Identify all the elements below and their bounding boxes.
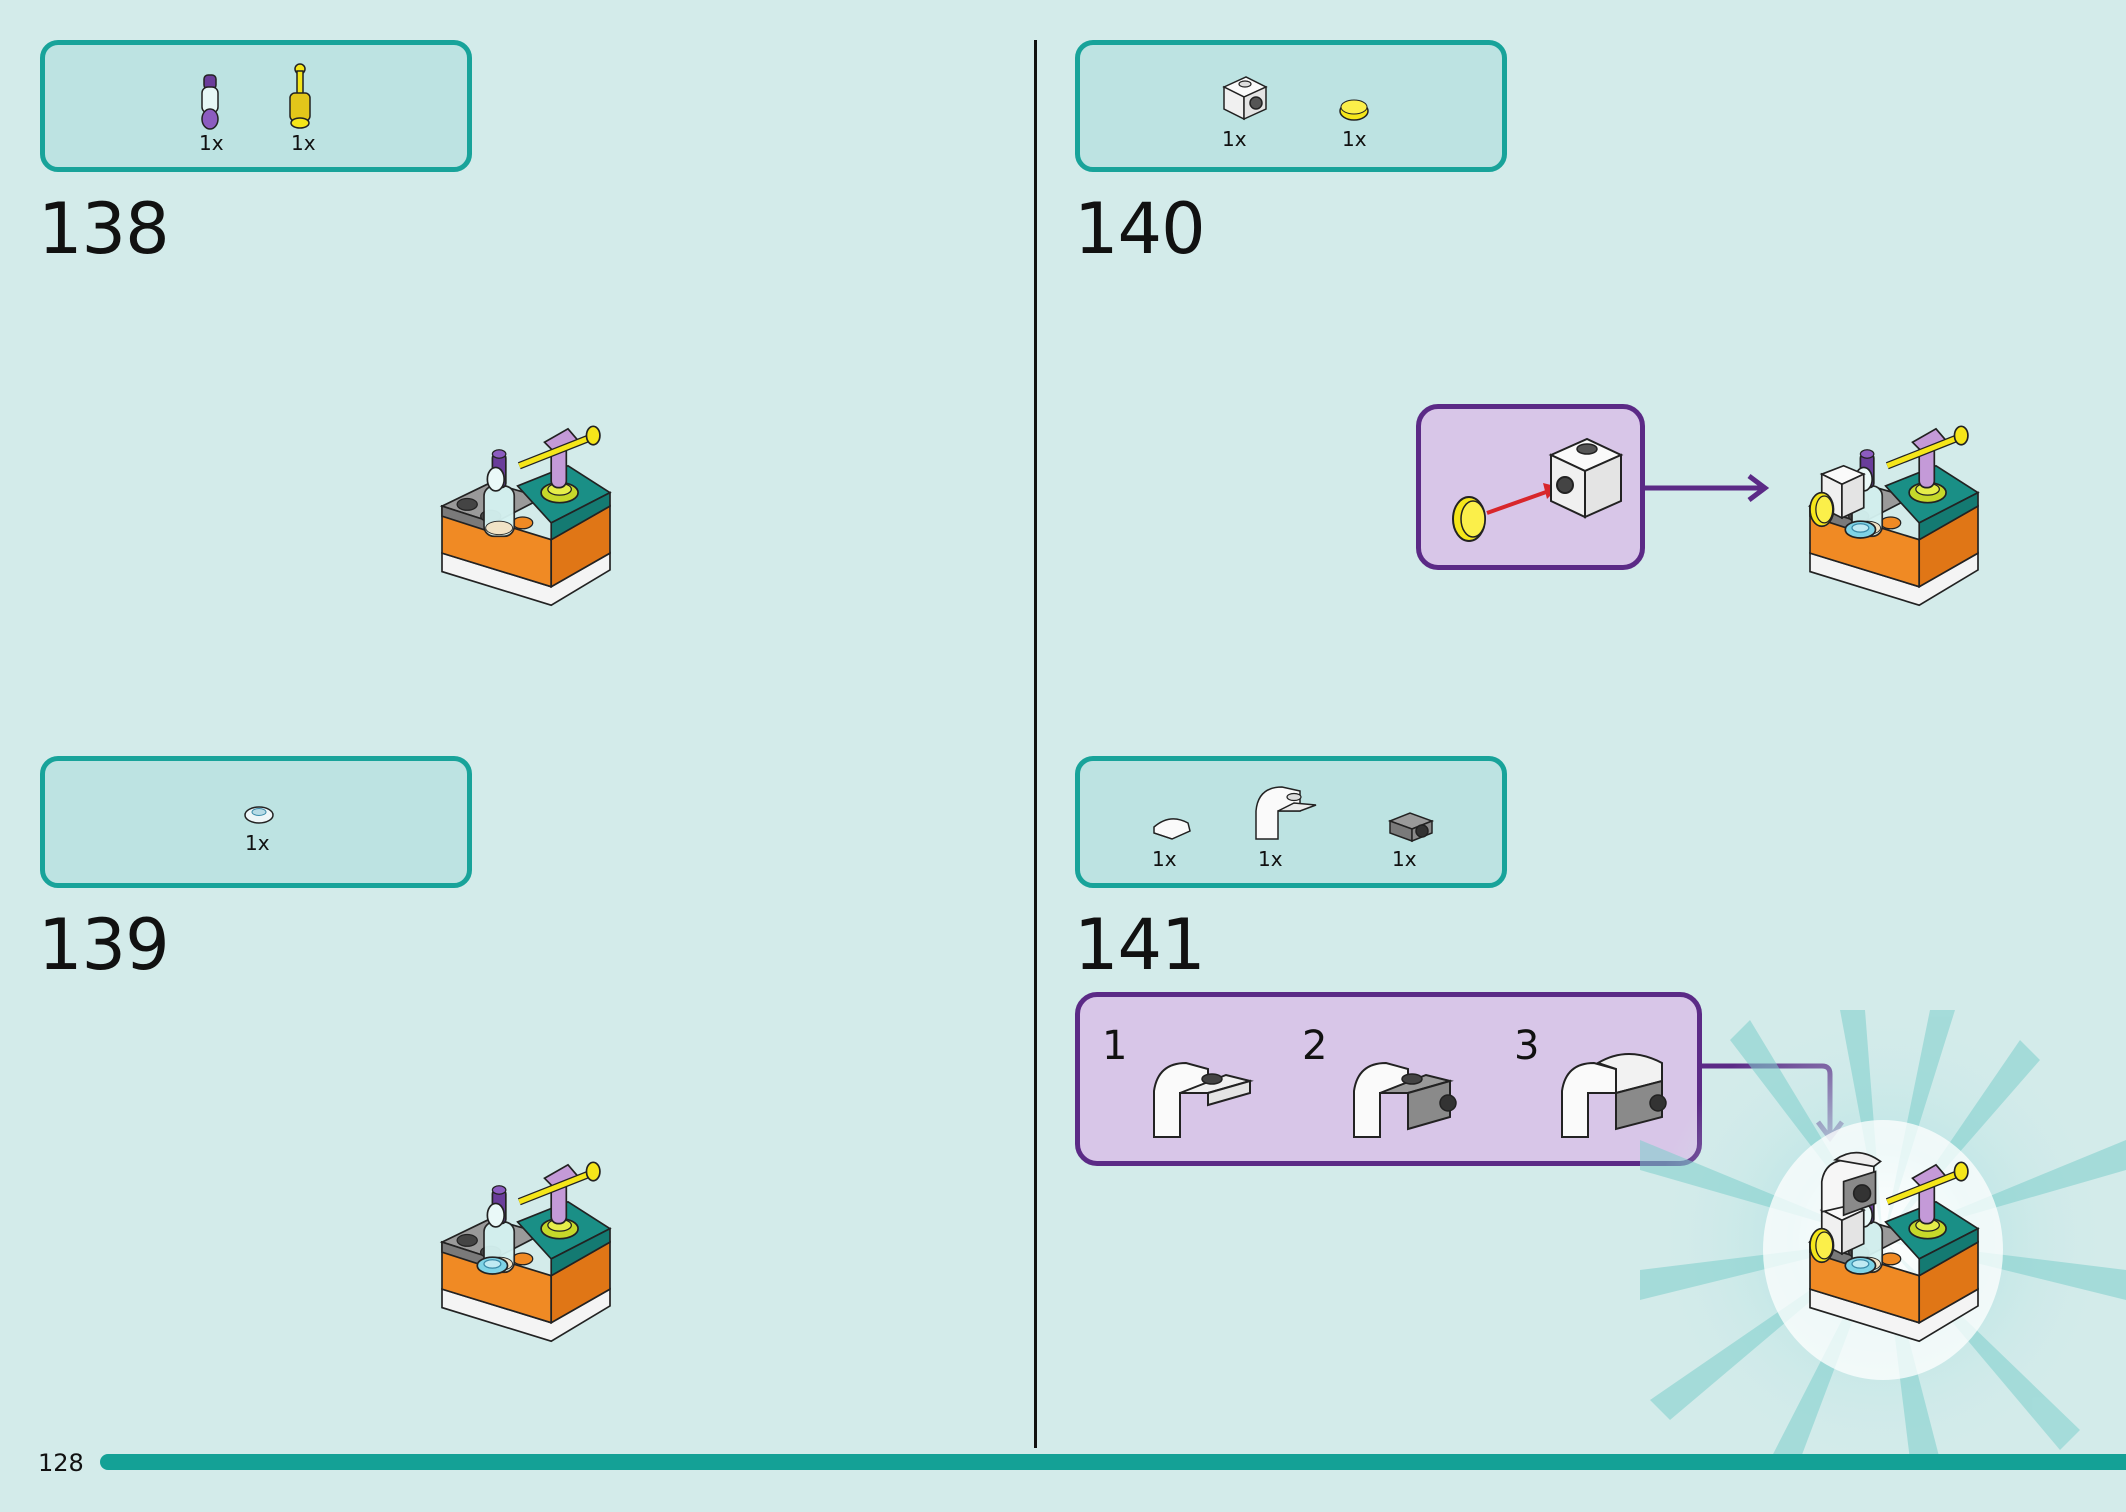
white-curved-slope-icon — [1255, 786, 1317, 840]
callout-step-141: 1 2 3 — [1075, 992, 1702, 1166]
part-qty: 1x — [291, 131, 316, 155]
callout-step-140 — [1416, 404, 1645, 570]
part-qty: 1x — [199, 131, 224, 155]
model-step-138 — [416, 412, 636, 622]
assembly-detail — [1452, 437, 1624, 542]
transparent-round-tile-icon — [244, 806, 274, 824]
parts-box-step-140: 1x 1x — [1075, 40, 1507, 172]
part-qty: 1x — [245, 831, 270, 855]
substep-number: 1 — [1102, 1023, 1128, 1069]
parts-box-step-138: 1x 1x — [40, 40, 472, 172]
step-number: 138 — [38, 188, 170, 270]
part-qty: 1x — [1342, 127, 1367, 151]
model-step-139 — [416, 1148, 636, 1358]
part-qty: 1x — [1392, 847, 1417, 871]
white-brick-with-stud-icon — [1222, 76, 1268, 121]
page-number: 128 — [38, 1449, 84, 1477]
parts-box-step-139: 1x — [40, 756, 472, 888]
callout-arrow — [1645, 474, 1770, 502]
page-divider — [1034, 40, 1037, 1448]
white-slope-tile-icon — [1153, 818, 1191, 840]
substep-number: 3 — [1514, 1023, 1540, 1069]
yellow-lever-icon — [289, 63, 311, 129]
step-number: 140 — [1074, 188, 1206, 270]
part-qty: 1x — [1222, 127, 1247, 151]
grey-bracket-icon — [1387, 812, 1435, 843]
purple-flask-icon — [201, 74, 219, 130]
step-number: 139 — [38, 904, 170, 986]
step-number: 141 — [1074, 904, 1206, 986]
part-qty: 1x — [1152, 847, 1177, 871]
page-footer-bar — [100, 1454, 2126, 1470]
substep-1-drawing — [1153, 1061, 1254, 1138]
model-step-140 — [1784, 412, 2004, 622]
substep-number: 2 — [1302, 1023, 1328, 1069]
parts-box-step-141: 1x 1x 1x — [1075, 756, 1507, 888]
part-qty: 1x — [1258, 847, 1283, 871]
yellow-round-tile-icon — [1339, 99, 1369, 121]
model-step-141 — [1784, 1151, 2004, 1358]
substep-3-drawing — [1561, 1053, 1667, 1138]
substep-2-drawing — [1353, 1061, 1457, 1138]
